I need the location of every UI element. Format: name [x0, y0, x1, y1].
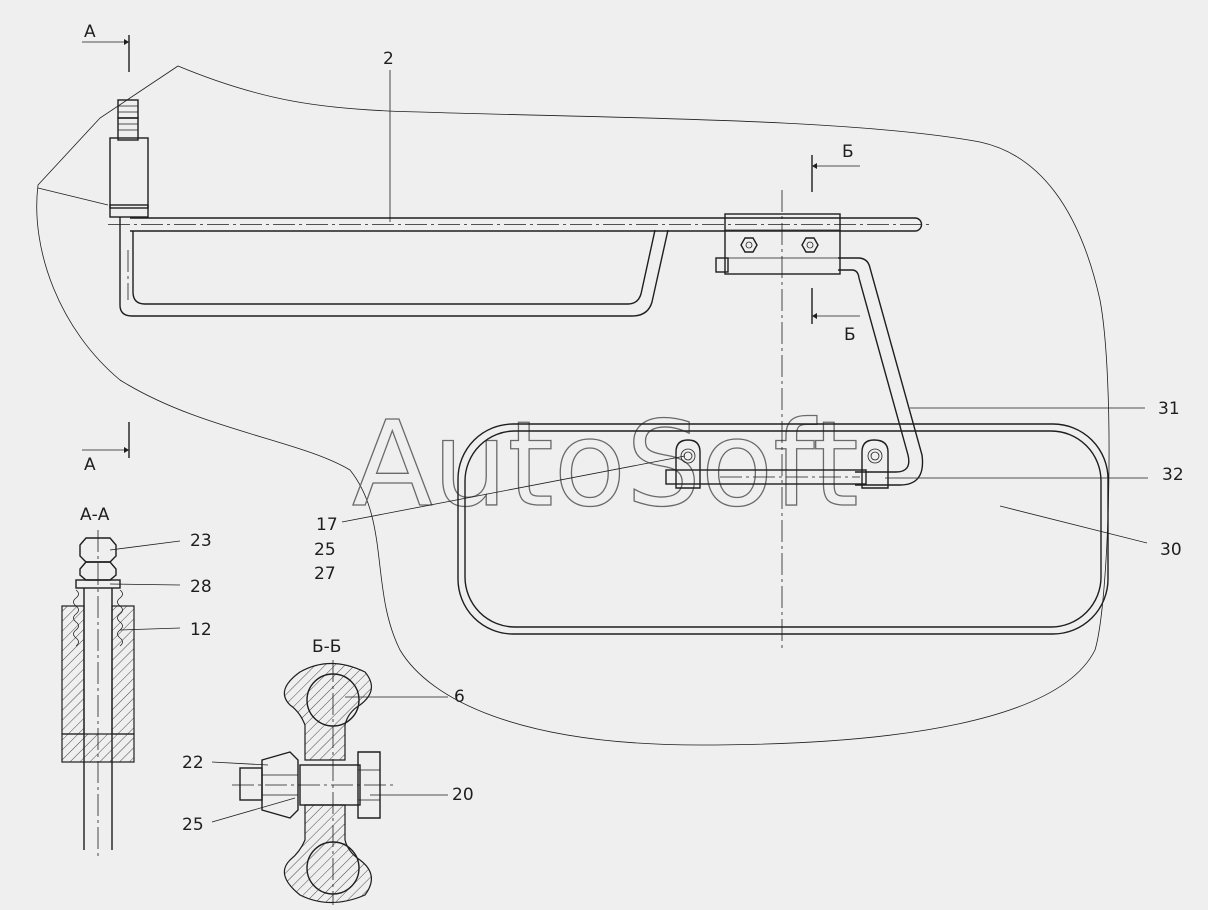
section-mark-a-bottom: А: [82, 422, 130, 475]
section-view-bb: Б-Б: [232, 637, 395, 905]
bracket-31-inner: [838, 269, 910, 473]
mirror-mount: [665, 439, 889, 489]
svg-text:Б: Б: [844, 325, 856, 345]
callout-25-b: 25: [182, 815, 204, 835]
callout-20: 20: [452, 785, 474, 805]
callout-6: 6: [454, 687, 465, 707]
callout-30: 30: [1160, 540, 1182, 560]
svg-text:Б-Б: Б-Б: [312, 637, 341, 657]
svg-text:Б: Б: [842, 142, 854, 162]
rod-assembly: [108, 99, 930, 317]
callout-28: 28: [190, 577, 212, 597]
callout-22: 22: [182, 753, 204, 773]
callout-25-a: 25: [314, 540, 336, 560]
callout-27: 27: [314, 564, 336, 584]
svg-text:А-А: А-А: [80, 505, 110, 525]
callout-31: 31: [1158, 399, 1180, 419]
section-mark-a-top: А: [82, 22, 130, 72]
callout-32: 32: [1162, 465, 1184, 485]
callout-12: 12: [190, 620, 212, 640]
body-contour: [36, 65, 1110, 746]
svg-text:А: А: [84, 22, 96, 42]
leader-lines: [109, 70, 1148, 823]
body-inner-line: [37, 187, 109, 206]
clamp-block: [715, 213, 841, 275]
section-mark-b-bottom: Б: [811, 288, 860, 345]
callout-17: 17: [316, 515, 338, 535]
mirror-inner: [464, 430, 1102, 628]
watermark-text: AutoSoft: [352, 395, 859, 533]
section-mark-b-top: Б: [811, 142, 860, 192]
callout-2: 2: [383, 49, 394, 69]
section-view-aa: А-А: [61, 505, 135, 858]
svg-text:А: А: [84, 455, 96, 475]
mirror-outer: [457, 423, 1109, 635]
callout-23: 23: [190, 531, 212, 551]
bracket-31: [838, 257, 924, 486]
